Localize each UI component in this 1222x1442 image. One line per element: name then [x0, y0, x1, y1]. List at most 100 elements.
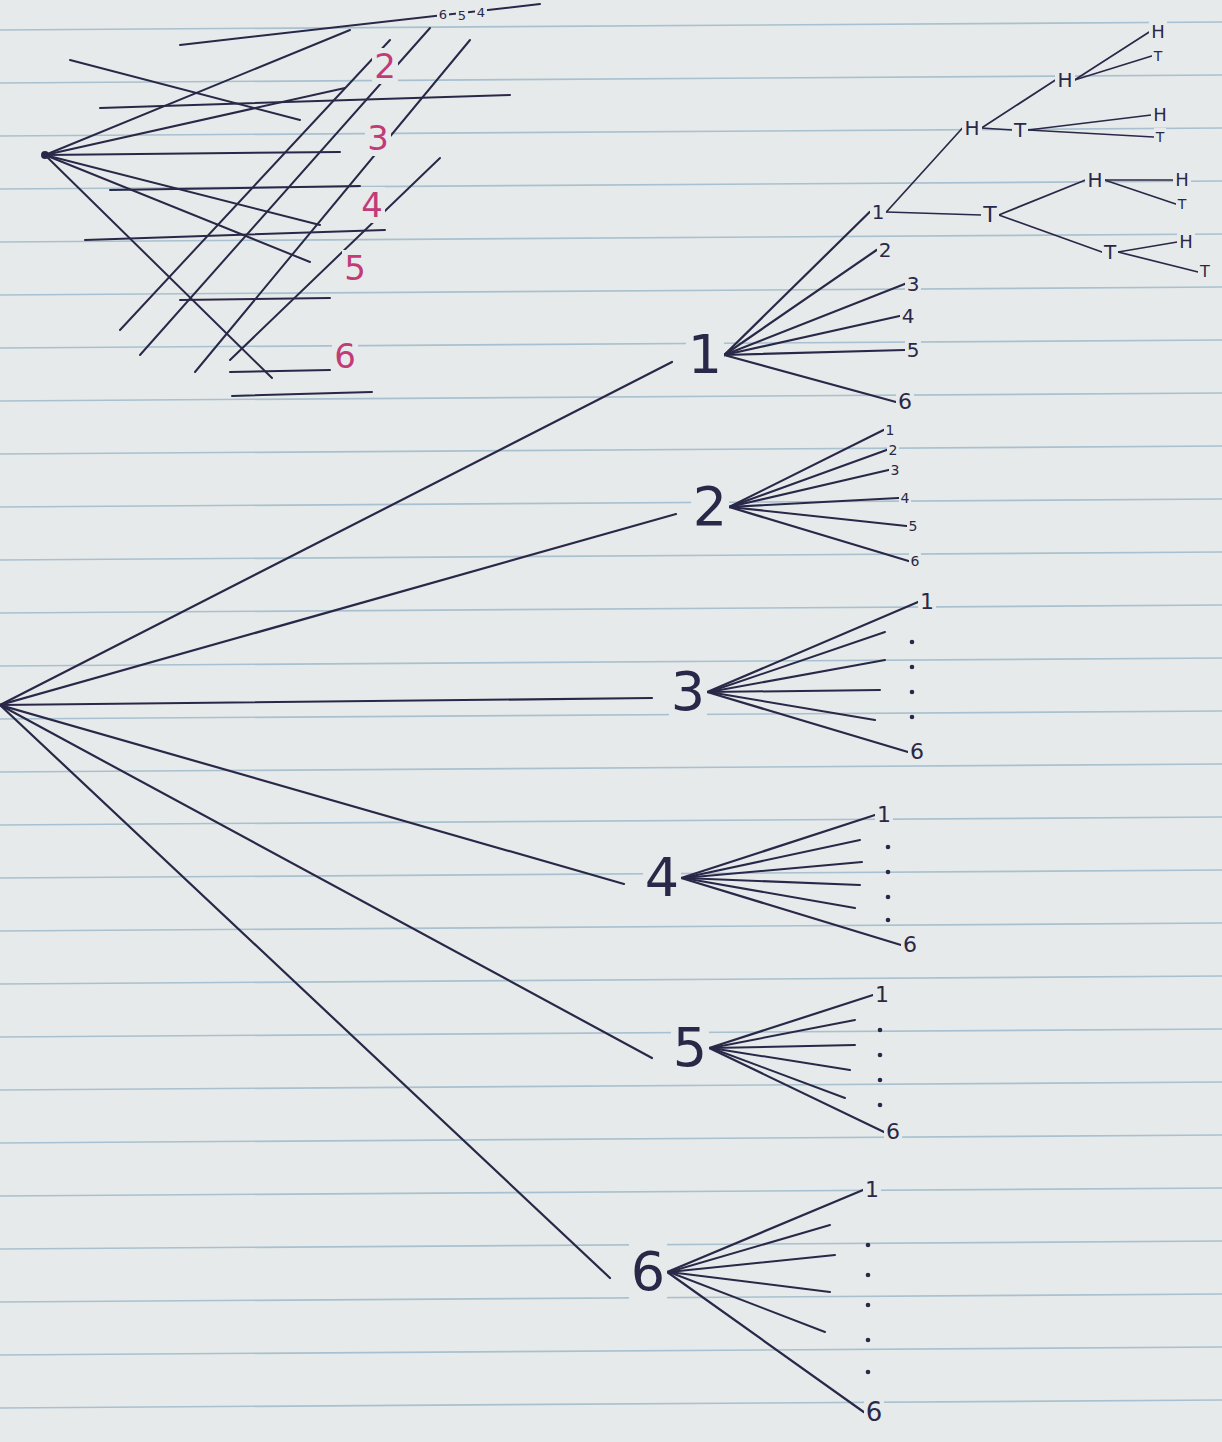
tree-branch	[711, 1048, 845, 1098]
ruled-line	[0, 181, 1222, 189]
ellipsis-dots	[866, 640, 915, 1375]
node-text: 1	[872, 202, 885, 222]
ruled-line	[0, 711, 1222, 719]
tree-number: 5	[905, 338, 922, 362]
tree-number: 5	[907, 517, 920, 535]
tree-number: T	[981, 202, 998, 228]
tree-number: 6	[884, 1119, 902, 1145]
dot	[866, 1273, 871, 1278]
tree-number: 5	[671, 1019, 709, 1077]
tree-number: T	[1176, 195, 1189, 213]
dot	[878, 1078, 883, 1083]
node-text: 6	[886, 1121, 900, 1143]
tree-branch	[683, 840, 860, 878]
tree-branch	[669, 1272, 825, 1332]
tree-branch	[724, 316, 899, 355]
tree-number: 1	[918, 589, 936, 615]
tree-branch	[1028, 130, 1154, 137]
crossed-out-sketch	[42, 4, 540, 396]
sketch-line	[45, 155, 320, 225]
root-branches	[0, 362, 676, 1278]
tree-branch	[724, 355, 896, 402]
tree-branch	[1028, 115, 1151, 130]
tree-number: T	[1198, 262, 1212, 282]
tree-branch	[683, 878, 855, 908]
tree-number: H	[1173, 169, 1191, 191]
tree-number: H	[1149, 21, 1167, 43]
node-text: 5	[909, 519, 918, 533]
sketch-line	[45, 88, 345, 155]
node-text: 5	[673, 1021, 707, 1075]
tree-branch	[1105, 180, 1176, 204]
dot	[910, 665, 915, 670]
tree-branch	[681, 815, 875, 878]
root-branch	[0, 705, 610, 1278]
tree-number: 1	[884, 421, 897, 439]
tree-branch	[669, 1255, 835, 1272]
tree-branch	[711, 1045, 855, 1048]
node-text: 6	[631, 1245, 665, 1299]
node-text: T	[1154, 49, 1163, 63]
ruled-line	[0, 1347, 1222, 1355]
crossed-out-number: 6	[332, 338, 358, 374]
sketch-line	[45, 30, 350, 155]
tree-branch	[724, 250, 876, 355]
tree-branch	[683, 862, 862, 878]
ruled-line	[0, 446, 1222, 454]
node-text: 1	[920, 591, 934, 613]
cross-out-line	[110, 186, 360, 190]
node-text: H	[1087, 170, 1102, 190]
node-text: T	[1178, 197, 1187, 211]
tree-number: 4	[643, 849, 681, 907]
dot	[878, 1028, 883, 1033]
ruled-lines	[0, 22, 1222, 1408]
dot	[866, 1370, 871, 1375]
tree-number: 3	[905, 272, 922, 296]
tree-number: T	[1102, 240, 1118, 264]
tree-branch	[1118, 242, 1177, 252]
dot	[866, 1243, 871, 1248]
tree-branch	[709, 632, 885, 692]
node-text: 6	[910, 741, 924, 763]
tree-number: 6	[896, 389, 914, 415]
crossed-out-number: 3	[365, 120, 391, 156]
tree-number: 6	[901, 932, 919, 958]
tree-number: 6	[629, 1243, 667, 1301]
crossed-out-number: 4	[359, 187, 385, 223]
tree-branch	[886, 128, 962, 212]
tree-branch	[1075, 32, 1150, 80]
node-text: 6	[911, 554, 920, 568]
dot	[866, 1303, 871, 1308]
ruled-line	[0, 1241, 1222, 1249]
tree-number: 2	[691, 478, 729, 536]
node-text: 2	[889, 443, 898, 457]
root-branch	[0, 362, 672, 705]
cross-out-line	[230, 370, 330, 372]
tree-branch	[729, 507, 908, 561]
ruled-line	[0, 764, 1222, 772]
root-branch	[0, 698, 652, 705]
node-text: 4	[902, 306, 915, 326]
tree-branch	[709, 995, 873, 1048]
node-text: 3	[907, 274, 920, 294]
tree-number: T	[1152, 47, 1165, 65]
ruled-line	[0, 234, 1222, 242]
dot	[886, 918, 891, 923]
tree-branch	[729, 450, 886, 507]
dot	[910, 690, 915, 695]
node-text: 3	[891, 463, 900, 477]
tree-number: 3	[669, 663, 707, 721]
tree-branch	[729, 430, 883, 507]
dot	[878, 1053, 883, 1058]
tree-number: 4	[899, 489, 912, 507]
ruled-line	[0, 1188, 1222, 1196]
sketch-line	[45, 152, 340, 155]
node-text: 5	[907, 340, 920, 360]
tree-branch	[669, 1225, 830, 1272]
crossed-out-number: 5	[456, 8, 468, 23]
cross-out-line	[100, 95, 510, 108]
crossed-out-number: 2	[372, 48, 398, 84]
node-text: 1	[877, 804, 891, 826]
